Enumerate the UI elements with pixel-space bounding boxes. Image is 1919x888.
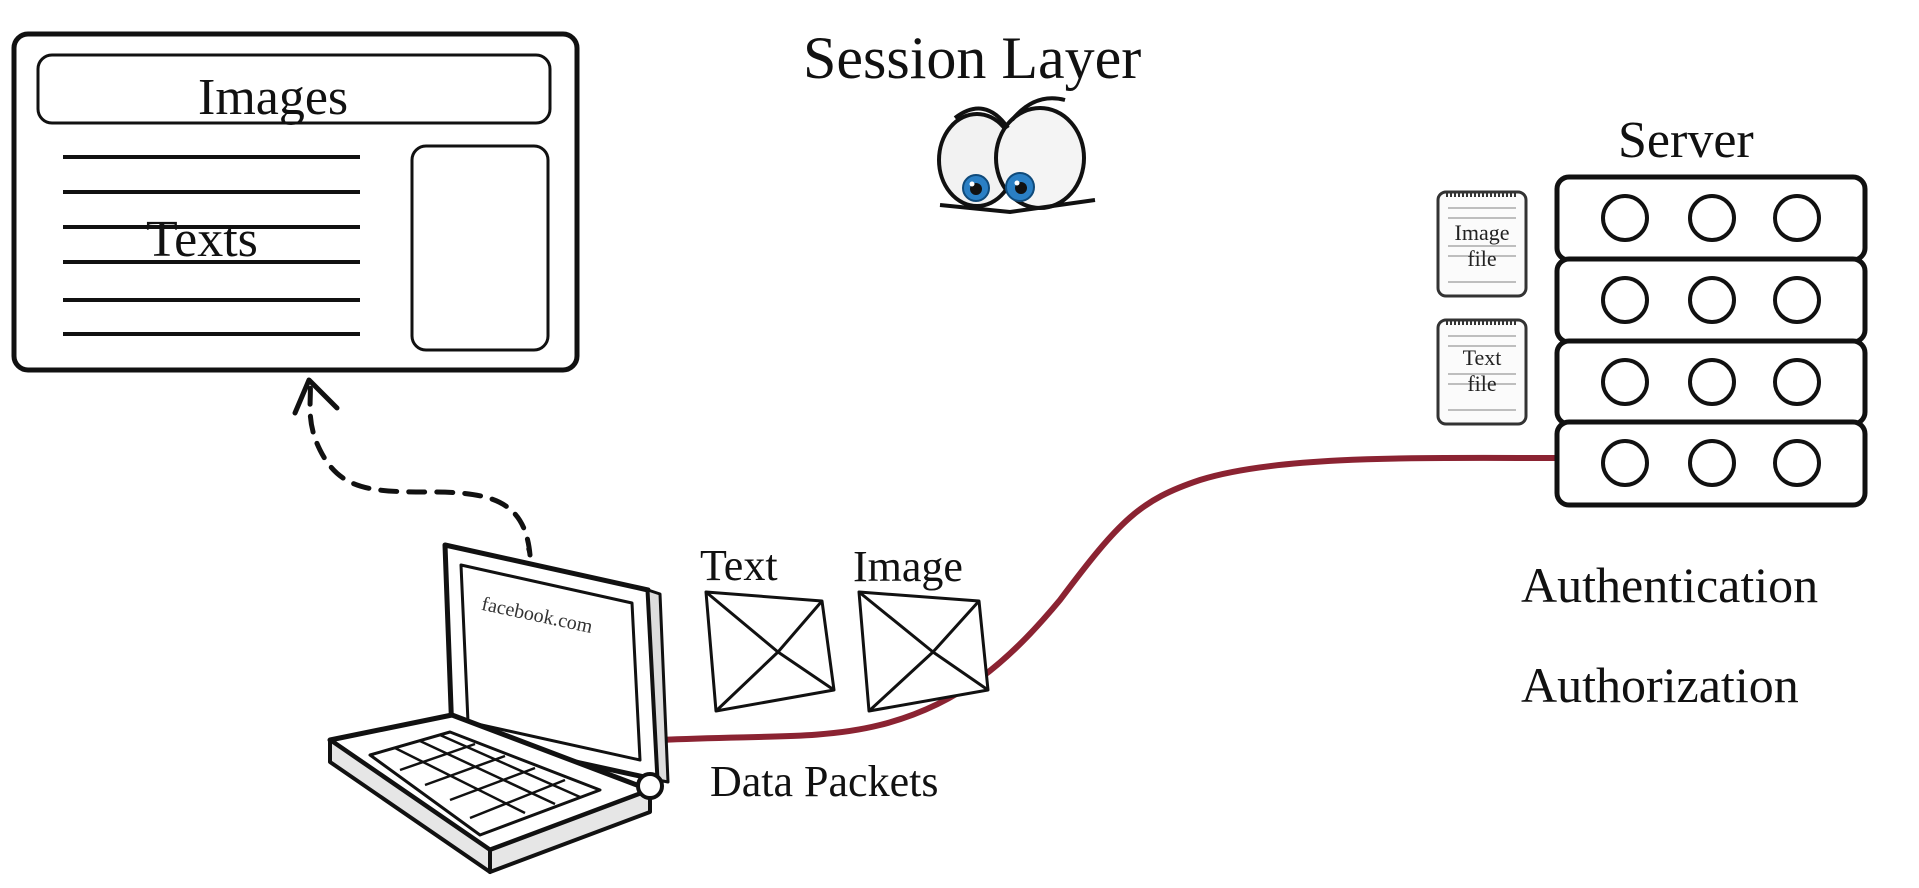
webpage-text-lines	[63, 155, 360, 336]
image-file-line1: Image	[1454, 220, 1510, 245]
server-title: Server	[1618, 112, 1754, 169]
data-packets-caption: Data Packets	[710, 757, 939, 806]
image-file-notepad-icon	[1436, 190, 1528, 298]
envelope-icon	[704, 590, 836, 713]
webpage-texts-label: Texts	[146, 211, 258, 268]
server-rack-icon	[1554, 174, 1868, 508]
text-file-line1: Text	[1462, 345, 1502, 370]
image-file-line2: file	[1467, 246, 1497, 272]
authentication-label: Authentication	[1521, 557, 1819, 613]
webpage-header-bar	[36, 53, 552, 125]
webpage-images-label: Images	[198, 69, 349, 126]
render-arrow	[292, 377, 533, 558]
envelope-icon	[857, 590, 990, 713]
webpage-mockup	[11, 31, 580, 373]
eyes-mascot-icon	[937, 96, 1096, 215]
network-cable	[657, 454, 1563, 743]
packet-text-label: Text	[700, 541, 778, 590]
diagram-title: Session Layer	[803, 25, 1142, 91]
arrowhead-icon	[292, 377, 340, 416]
image-file-label: Image file	[1447, 220, 1517, 273]
text-file-notepad-icon	[1436, 318, 1528, 426]
text-file-line2: file	[1467, 371, 1497, 397]
laptop-icon	[327, 542, 670, 874]
text-file-label: Text file	[1447, 345, 1517, 398]
packet-image-label: Image	[853, 542, 963, 591]
webpage-image-placeholder	[410, 144, 550, 352]
authorization-label: Authorization	[1521, 657, 1799, 713]
